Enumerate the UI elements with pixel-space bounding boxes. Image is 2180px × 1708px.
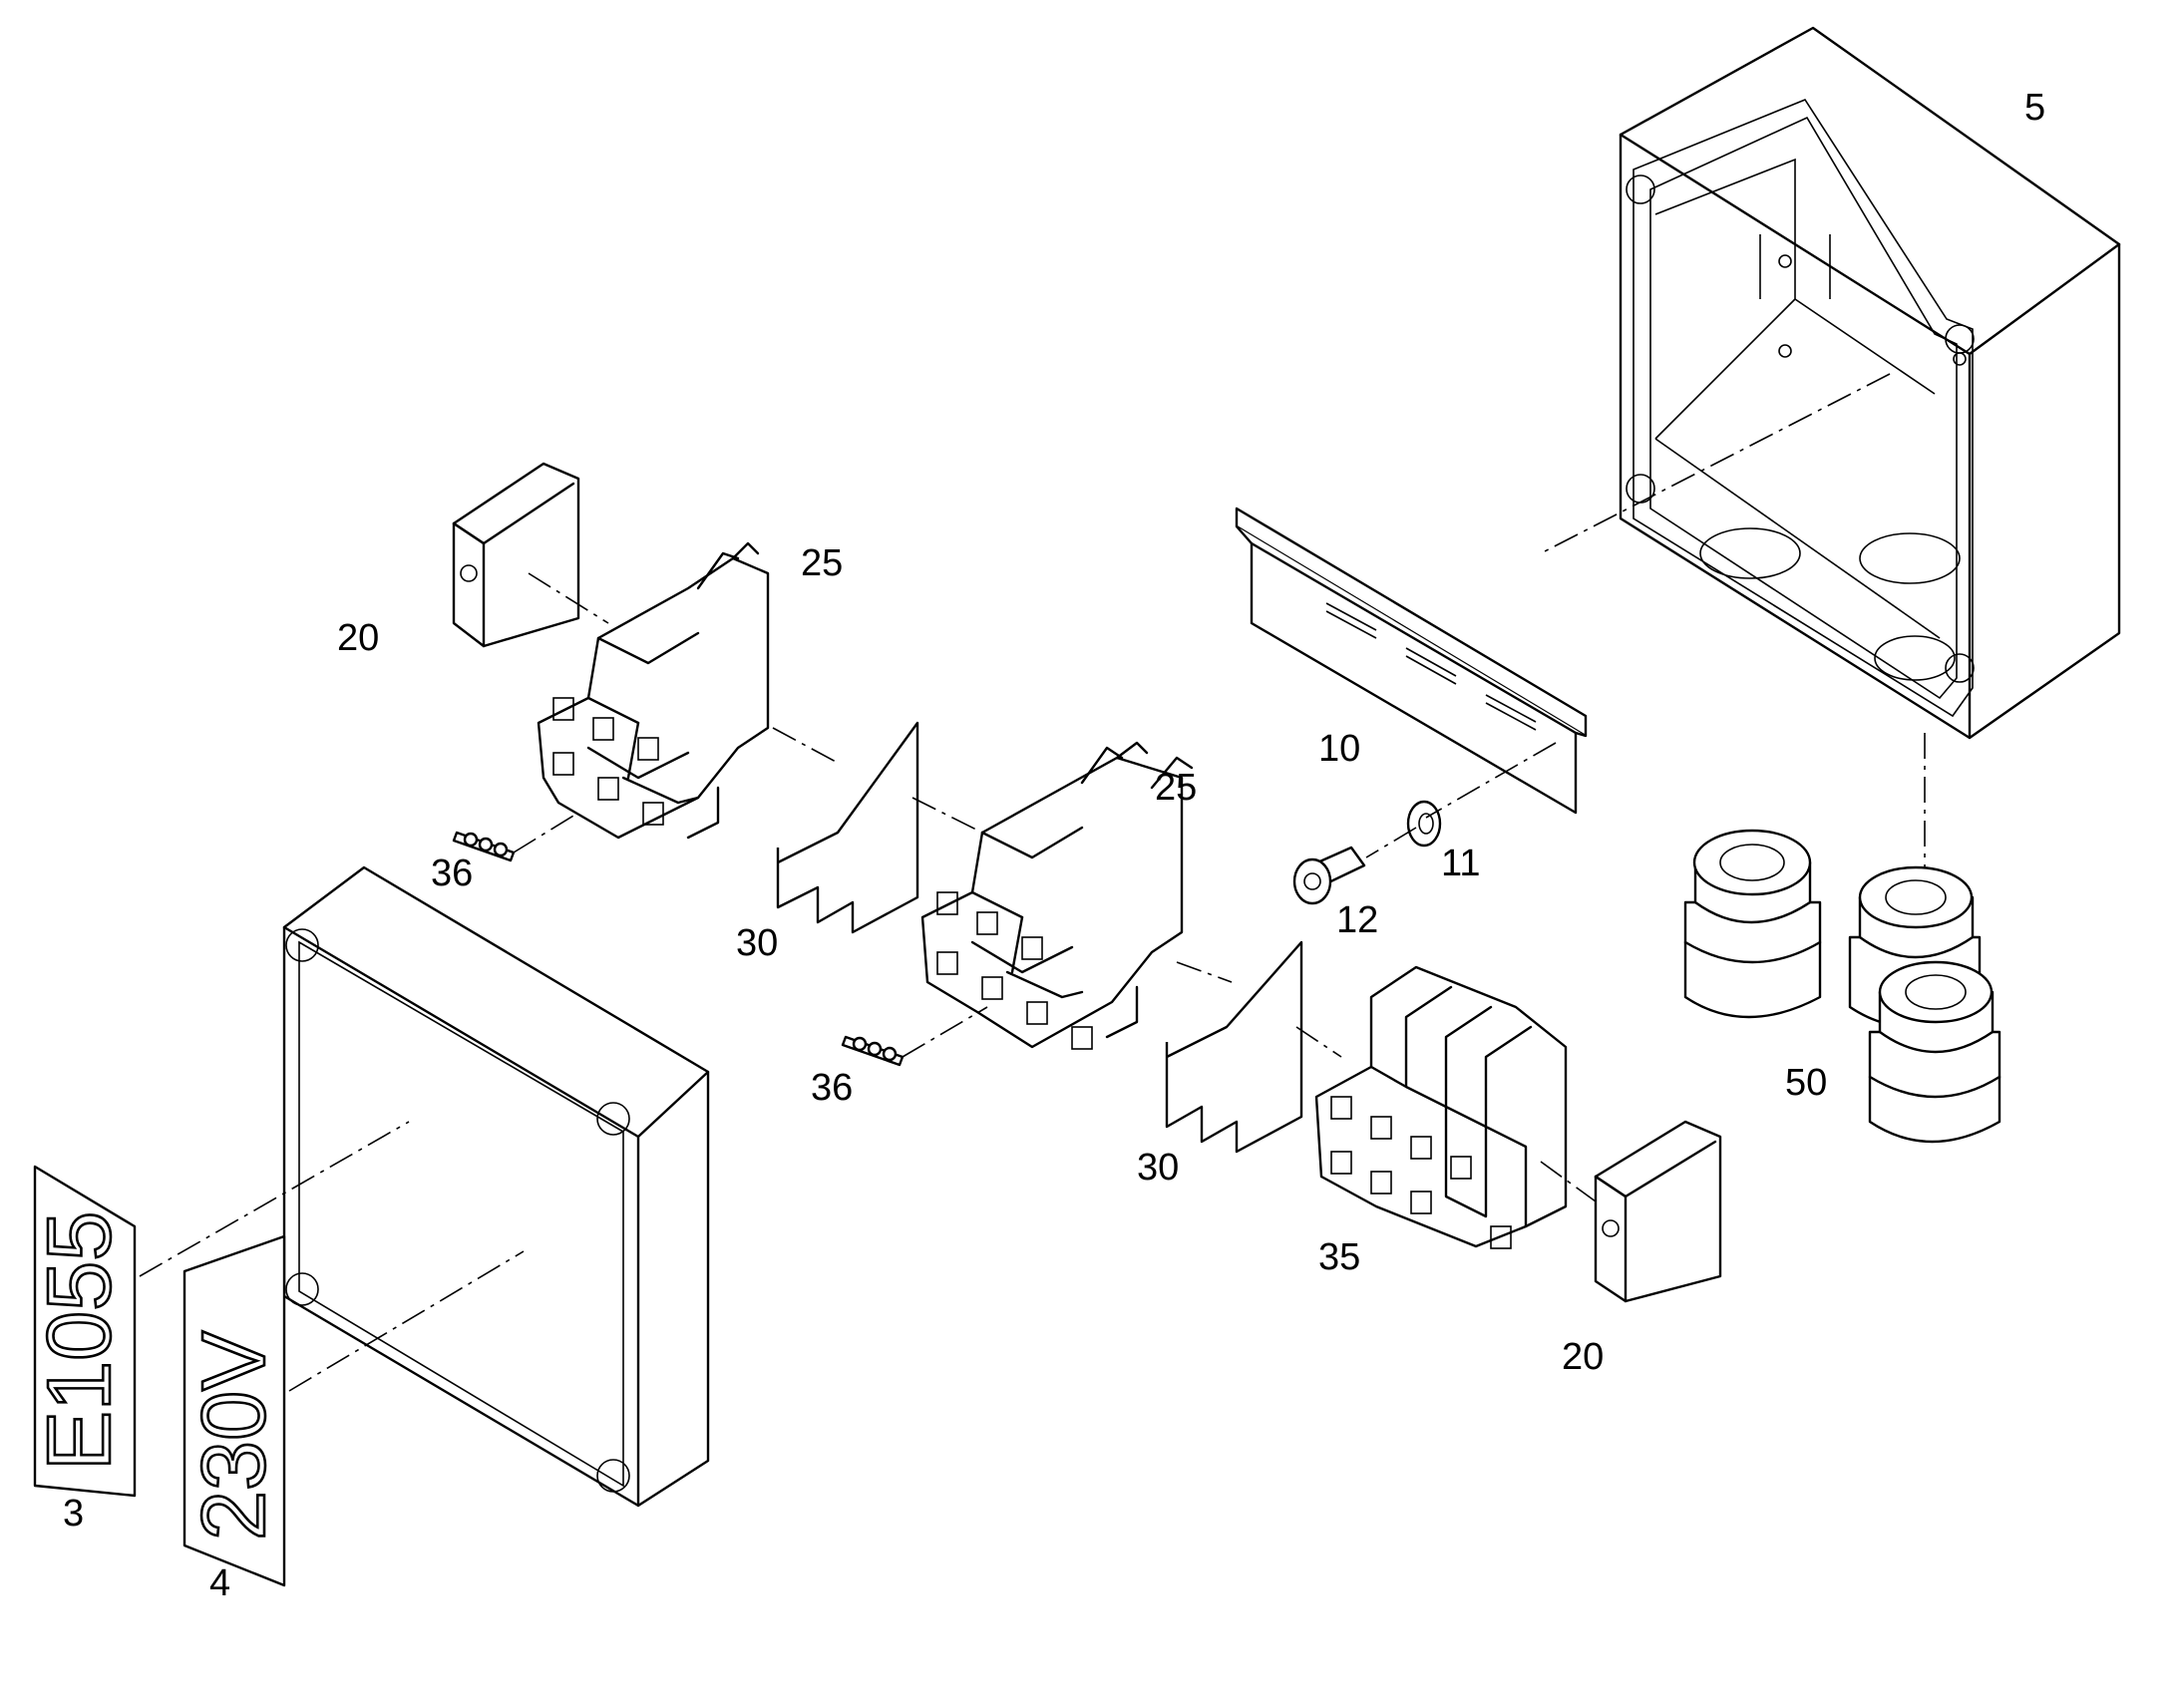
part-label-36-lower: 36 <box>811 1067 853 1109</box>
washer <box>1406 800 1442 848</box>
part-label-10: 10 <box>1318 728 1360 770</box>
assembly-lines <box>139 373 1926 1392</box>
part-label-5: 5 <box>2024 87 2045 129</box>
part-number-labels: 5 20 25 25 10 11 12 36 30 36 50 30 35 20… <box>63 87 2045 1604</box>
terminal-group-middle <box>920 741 1194 1050</box>
part-label-36-upper: 36 <box>431 853 473 894</box>
cable-gland-left <box>1683 829 1822 1019</box>
separator-plate-upper <box>776 721 919 934</box>
part-label-20-lower: 20 <box>1562 1336 1604 1378</box>
separator-plate-lower <box>1165 940 1303 1154</box>
part-label-30-lower: 30 <box>1137 1147 1179 1189</box>
voltage-label-plate: 230V <box>183 1234 285 1587</box>
code-label-plate: E1055 <box>29 1165 137 1498</box>
part-label-4: 4 <box>209 1562 230 1604</box>
terminal-group-upper <box>537 541 770 840</box>
screw <box>1292 846 1366 905</box>
end-cover-upper <box>452 462 580 648</box>
part-label-25-middle: 25 <box>1155 767 1197 809</box>
part-label-3: 3 <box>63 1493 84 1535</box>
part-label-35: 35 <box>1318 1236 1360 1278</box>
din-rail <box>1235 507 1588 815</box>
voltage-label-text: 230V <box>184 1331 284 1540</box>
bridge-jumper-upper <box>452 831 516 862</box>
bridge-jumper-lower <box>841 1035 905 1067</box>
part-label-11: 11 <box>1441 843 1480 884</box>
terminal-group-ground <box>1314 965 1568 1249</box>
enclosure-lid <box>282 865 710 1508</box>
end-cover-lower <box>1594 1120 1722 1303</box>
cable-gland-right-front <box>1868 960 2001 1144</box>
enclosure-box <box>1619 26 2121 740</box>
part-label-25-upper: 25 <box>801 542 843 584</box>
code-label-text: E1055 <box>30 1211 130 1471</box>
part-label-50: 50 <box>1785 1062 1827 1104</box>
part-label-12: 12 <box>1336 899 1378 941</box>
part-label-30-upper: 30 <box>736 922 778 964</box>
part-label-20-upper: 20 <box>337 617 379 659</box>
